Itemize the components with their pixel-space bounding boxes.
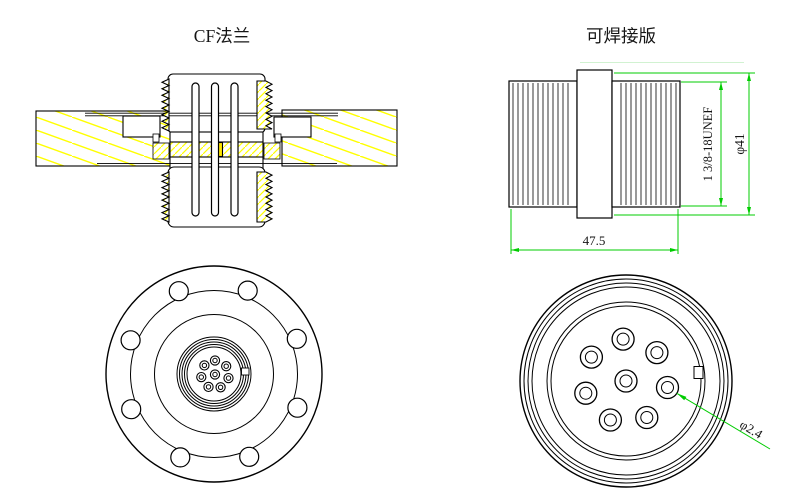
solder-hole xyxy=(598,408,623,432)
flange-inner-circle xyxy=(130,290,298,458)
clamp-hook-left xyxy=(152,133,160,143)
insulator-side-right xyxy=(263,142,281,160)
feedthrough-pin xyxy=(210,82,220,217)
pin-contact xyxy=(223,372,234,384)
pin-contact xyxy=(215,382,226,393)
dimension-arrows xyxy=(511,73,751,401)
view-cf-flange-front xyxy=(105,265,323,483)
feedthrough-pins xyxy=(191,82,239,217)
bolt-hole xyxy=(120,330,141,351)
leader-arrow xyxy=(676,393,687,401)
title-cf-flange: CF法兰 xyxy=(194,26,250,46)
solder-hole xyxy=(655,375,680,400)
feedthrough-pin xyxy=(230,82,239,217)
dimension-collar-diameter: φ41 xyxy=(732,133,747,154)
title-weldable: 可焊接版 xyxy=(586,26,656,46)
view-weldable-side xyxy=(508,69,681,219)
thread-lines-left xyxy=(512,83,569,205)
solder-hole xyxy=(574,381,598,405)
solder-hole xyxy=(635,405,659,430)
thread-lines-right xyxy=(620,83,677,205)
pin-contact xyxy=(209,369,221,380)
bolt-hole xyxy=(286,328,307,349)
bolt-hole xyxy=(287,397,308,418)
pin-contact xyxy=(221,361,232,372)
solder-hole xyxy=(614,369,638,393)
alignment-key-notch xyxy=(693,366,704,379)
pin-contact xyxy=(199,360,210,371)
dimension-overall-length: 47.5 xyxy=(583,233,606,248)
pin-contact xyxy=(203,381,214,393)
leader-line xyxy=(676,392,771,450)
view-weldable-front xyxy=(519,274,733,488)
dimension-lines xyxy=(510,72,771,450)
solder-hole xyxy=(579,345,604,369)
solder-holes xyxy=(574,327,680,432)
thread-rings xyxy=(523,278,729,484)
bolt-hole xyxy=(168,281,189,302)
clamp-hook-right xyxy=(274,133,282,143)
nut-section-top-right xyxy=(256,80,274,130)
view-cf-flange-cross-section xyxy=(35,73,398,228)
pin-contacts xyxy=(196,355,234,393)
thread-zigzag-top-left xyxy=(160,78,171,132)
flange-bore-circle xyxy=(154,314,274,434)
flange-counterbore-right xyxy=(273,116,312,138)
thread-zigzag-bottom-left xyxy=(160,171,171,223)
bolt-holes xyxy=(120,280,308,468)
collar xyxy=(576,69,613,219)
dimension-annotations: 1 3/8-18UNEF φ41 47.5 φ2.4 xyxy=(510,72,771,450)
alignment-notch xyxy=(241,367,250,376)
solder-hole xyxy=(611,327,635,351)
feedthrough-pin xyxy=(191,82,200,217)
bolt-hole xyxy=(237,280,258,301)
dimension-thread-spec: 1 3/8-18UNEF xyxy=(701,107,715,182)
bolt-hole xyxy=(121,399,142,420)
bolt-hole xyxy=(170,447,191,468)
solder-hole xyxy=(645,340,669,365)
nut-section-bottom-right xyxy=(256,171,274,223)
bolt-hole xyxy=(239,446,260,467)
pin-contact xyxy=(196,371,207,383)
insulator-side-left xyxy=(152,142,170,160)
pin-contact xyxy=(209,355,221,366)
